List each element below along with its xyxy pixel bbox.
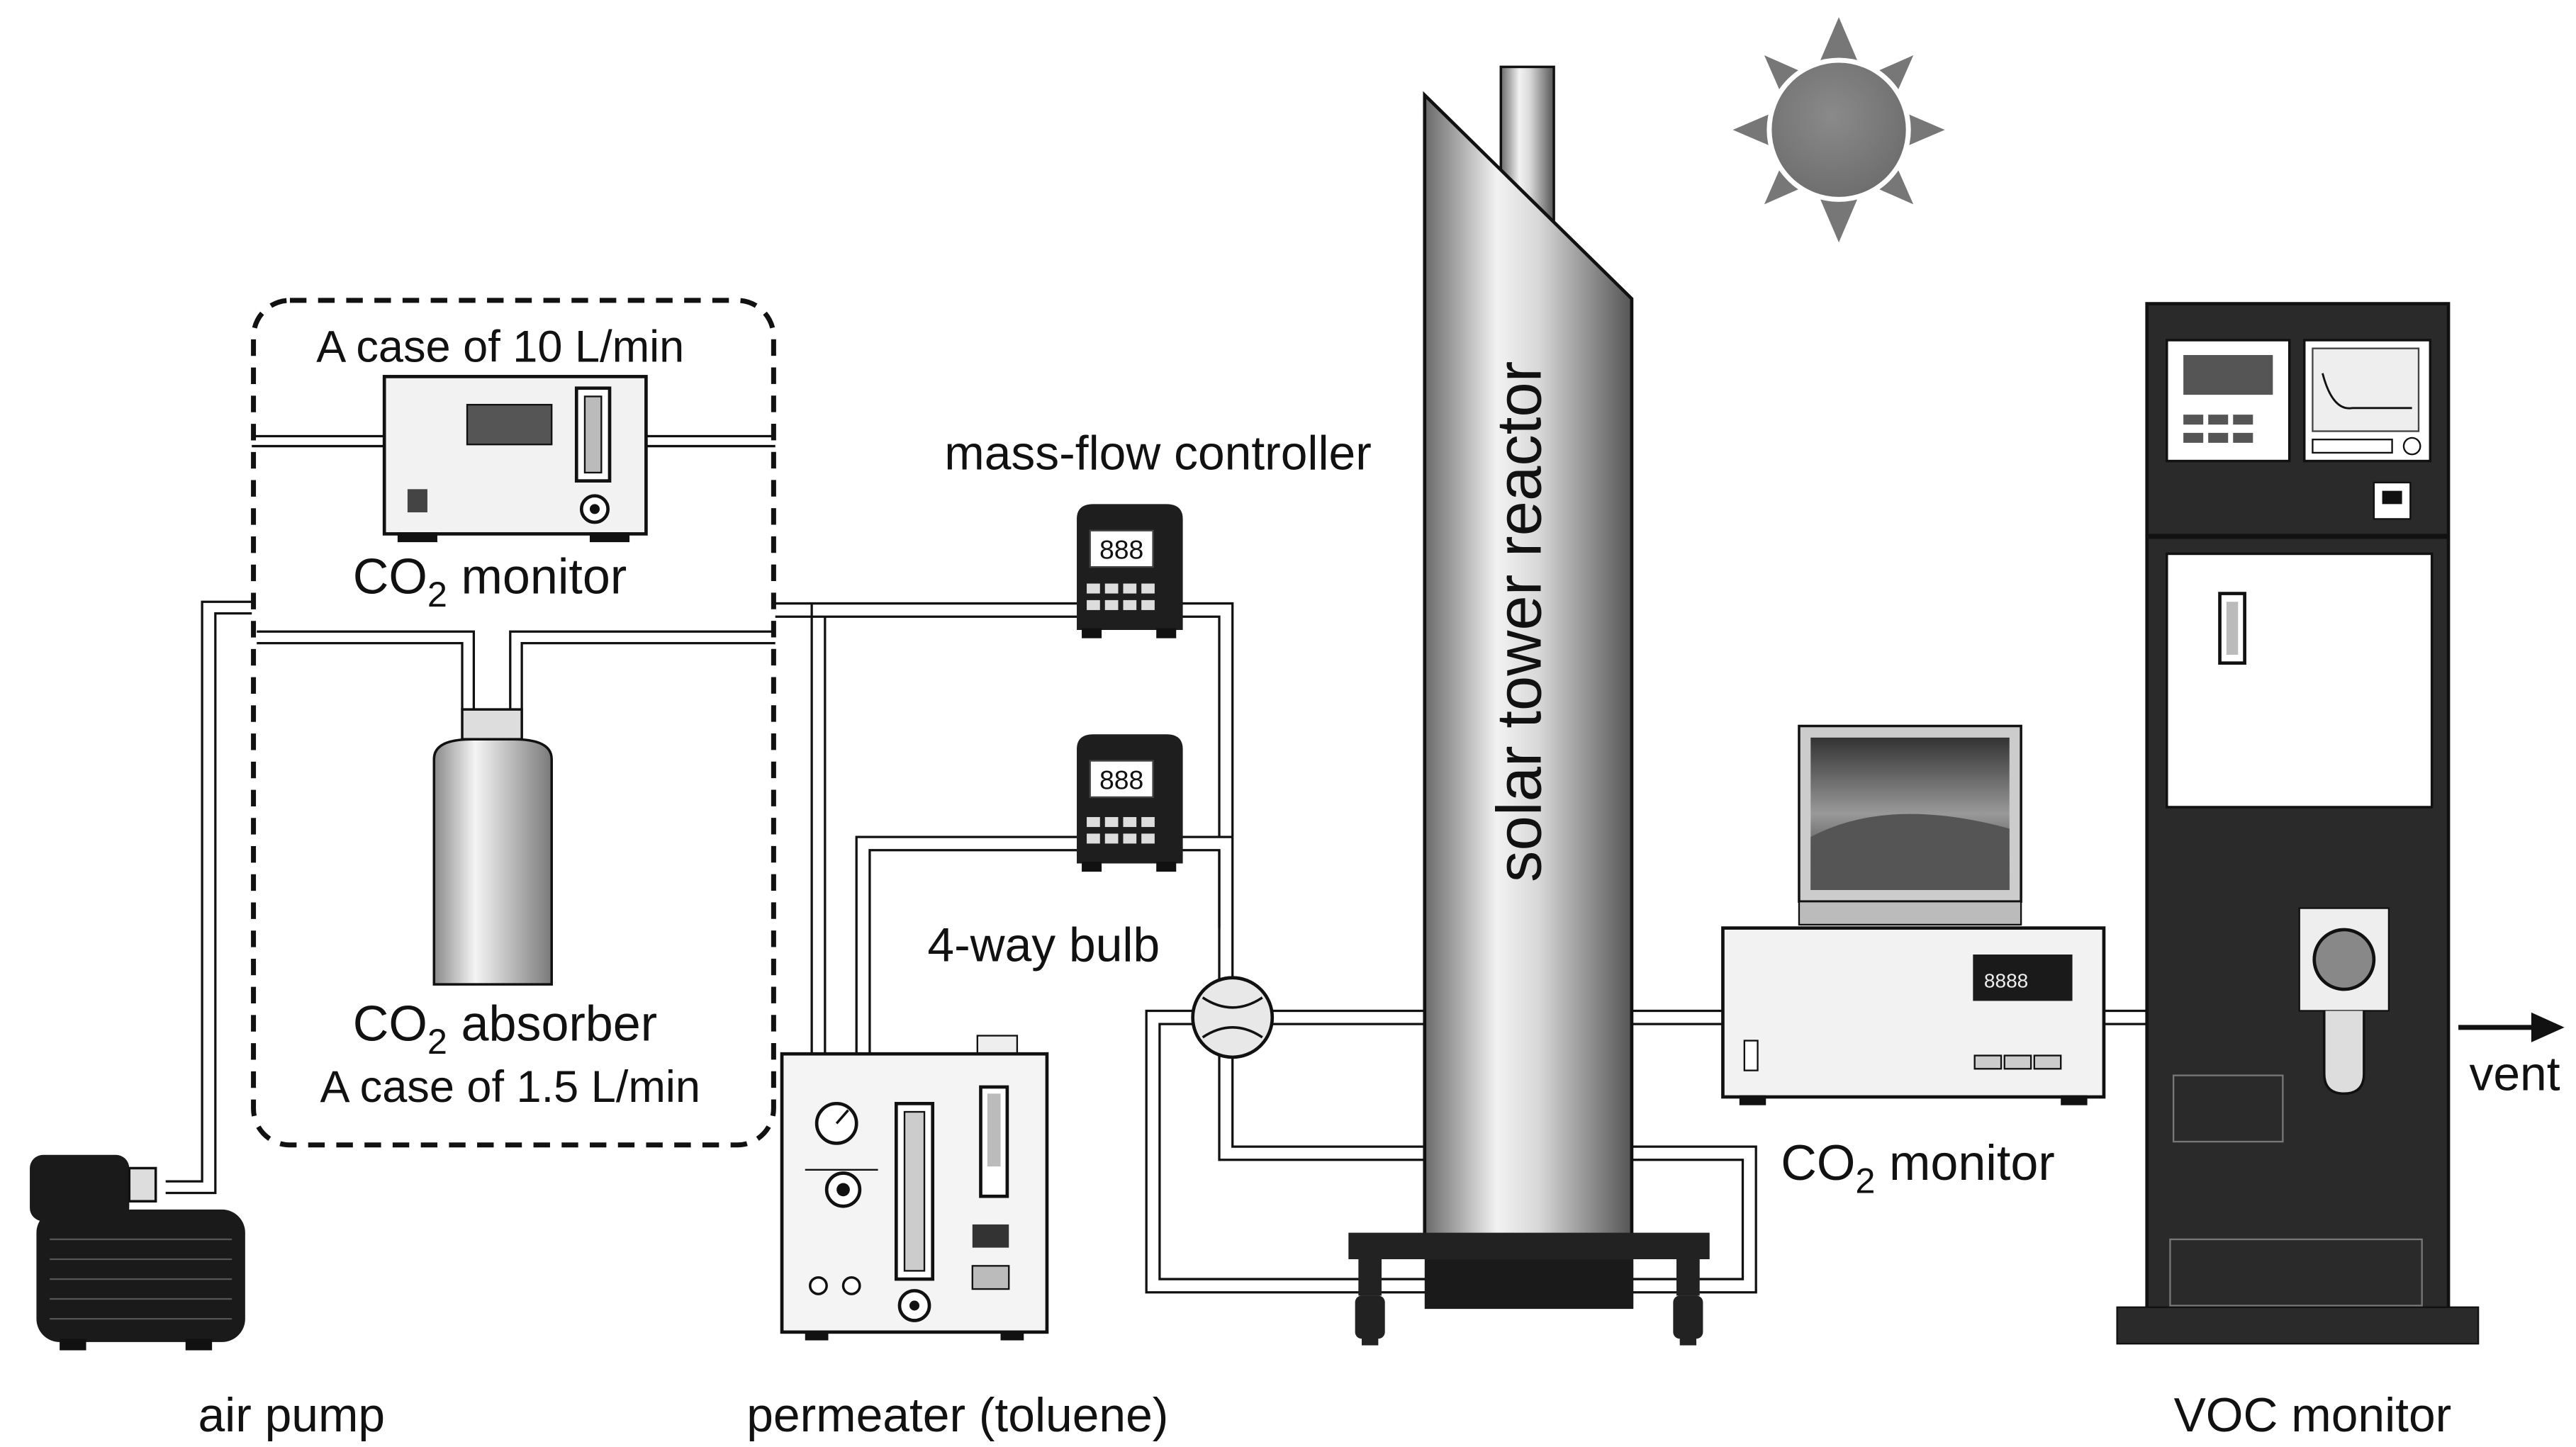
vent-arrow [2458,1012,2565,1042]
mfc-display: 888 [1099,765,1143,794]
case-15-label: A case of 1.5 L/min [320,1062,700,1112]
four-way-bulb [1191,976,1275,1059]
four-way-bulb-label: 4-way bulb [927,918,1160,972]
air-pump [30,1154,245,1351]
permeater-label: permeater (toluene) [746,1389,1168,1442]
mass-flow-controller-upper: 888 [1077,504,1183,638]
mfc-display: 888 [1099,534,1143,564]
air-pump-label: air pump [198,1389,385,1442]
permeater [780,1035,1049,1341]
co2-absorber-bottle [432,708,553,986]
voc-monitor-label: VOC monitor [2174,1389,2452,1442]
vent-label: vent [2469,1048,2560,1101]
co2-monitor-right-label: CO2 monitor [1781,1135,2054,1201]
co2-monitor-right: 8888 [1721,926,2106,1105]
co2-absorber-label: CO2 absorber [353,996,657,1062]
co2-monitor-top [382,375,648,543]
dashed-boundary [251,298,776,1148]
tubing [165,434,2147,1294]
co2-display: 8888 [1984,970,2028,992]
sun-icon [1732,17,1945,243]
co2-monitor-top-label: CO2 monitor [353,549,627,615]
mass-flow-controller-label: mass-flow controller [944,427,1372,480]
labels: A case of 10 L/min CO2 monitor CO2 absor… [198,322,2560,1442]
laptop [1798,724,2022,926]
mass-flow-controller-lower: 888 [1077,734,1183,872]
voc-monitor [2116,302,2480,1345]
solar-tower-reactor-label: solar tower reactor [1484,361,1554,882]
case-10-label: A case of 10 L/min [316,322,684,371]
solar-tower-reactor [1348,65,1710,1346]
